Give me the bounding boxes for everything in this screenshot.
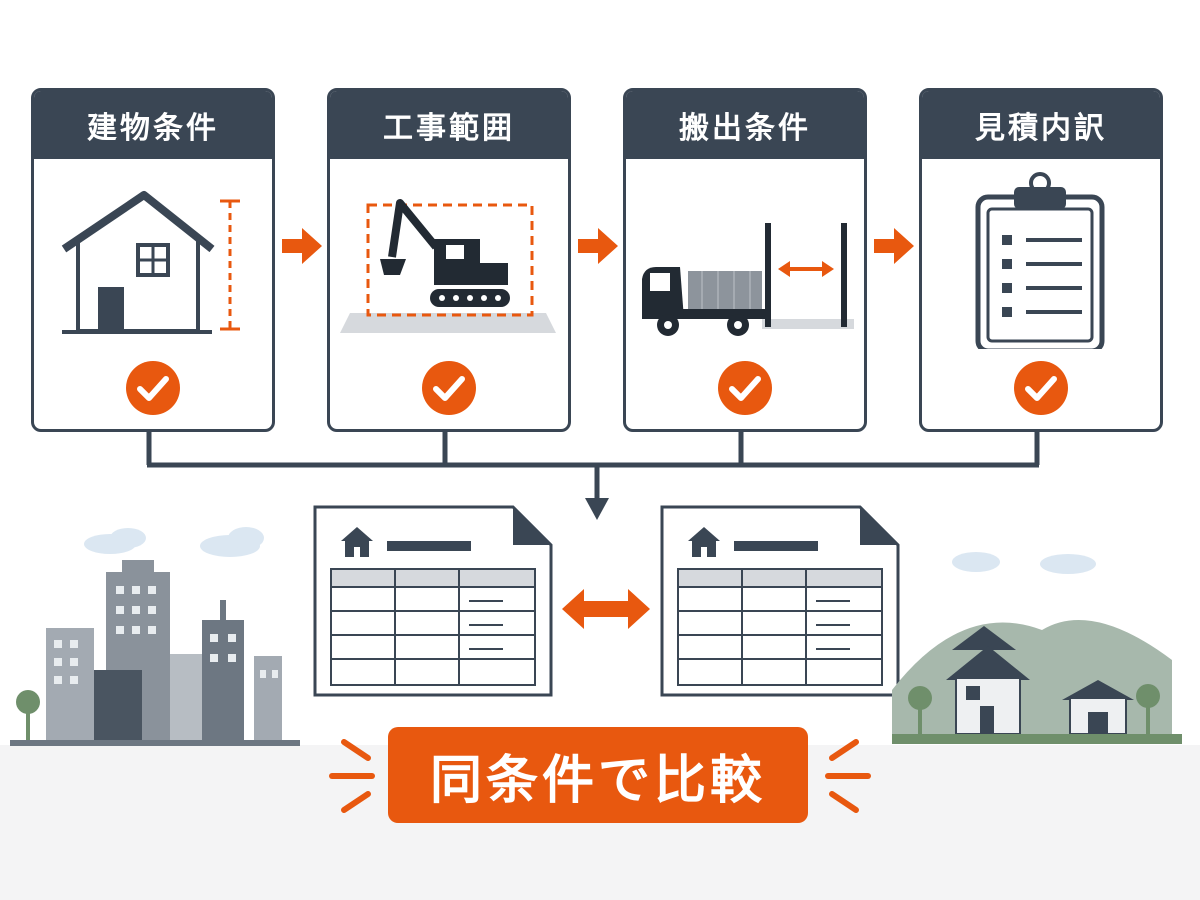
step-title: 工事範囲 xyxy=(330,91,568,159)
emphasis-burst-icon xyxy=(825,739,871,813)
step-title: 見積内訳 xyxy=(922,91,1160,159)
clipboard-checklist-icon xyxy=(975,172,1105,349)
check-icon xyxy=(718,361,772,415)
excavator-icon xyxy=(340,199,556,333)
step-title: 搬出条件 xyxy=(626,91,864,159)
step-card-building: 建物条件 xyxy=(31,88,275,432)
house-height-icon xyxy=(61,191,240,334)
compare-banner: 同条件で比較 xyxy=(388,727,808,823)
check-icon xyxy=(1014,361,1068,415)
truck-access-icon xyxy=(642,223,854,336)
estimate-document-icon xyxy=(660,505,900,697)
emphasis-burst-icon xyxy=(329,739,375,813)
flow-arrow-icon xyxy=(578,228,618,264)
flow-arrow-icon xyxy=(282,228,322,264)
step-title: 建物条件 xyxy=(34,91,272,159)
city-buildings-illustration xyxy=(10,527,300,746)
step-card-removal: 搬出条件 xyxy=(623,88,867,432)
estimate-document-icon xyxy=(313,505,553,697)
step-card-breakdown: 見積内訳 xyxy=(919,88,1163,432)
check-icon xyxy=(126,361,180,415)
check-icon xyxy=(422,361,476,415)
double-arrow-icon xyxy=(562,589,650,629)
step-card-scope: 工事範囲 xyxy=(327,88,571,432)
residential-house-illustration xyxy=(892,552,1182,744)
flow-arrow-icon xyxy=(874,228,914,264)
